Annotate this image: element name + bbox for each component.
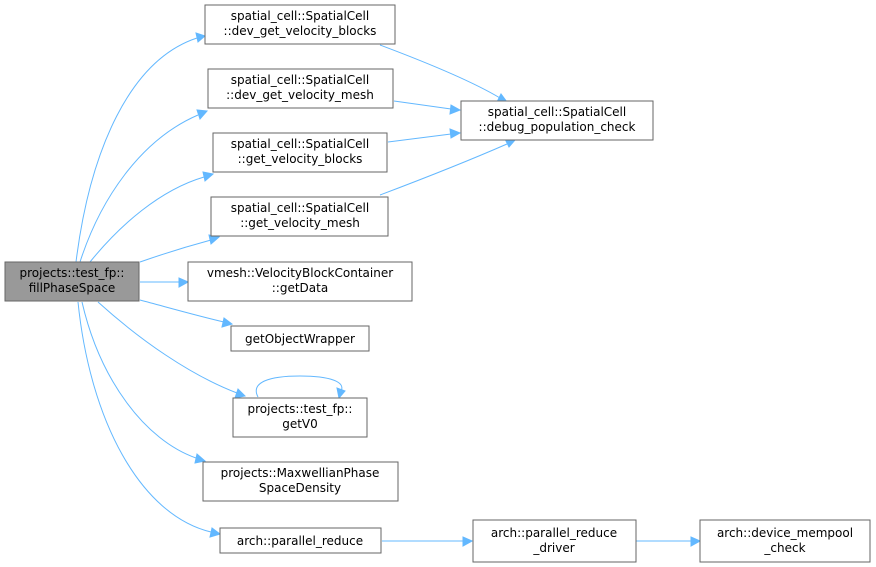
node-label-line: projects::MaxwellianPhase	[221, 466, 380, 480]
node-debug-population-check[interactable]: spatial_cell::SpatialCell ::debug_popula…	[460, 100, 654, 141]
edge-root-to-parallel-reduce	[77, 301, 212, 533]
edge-getv0-self-loop	[255, 375, 343, 398]
node-device-mempool-check[interactable]: arch::device_mempool _check	[699, 519, 871, 563]
node-label-line: getV0	[282, 417, 318, 431]
edge-dev-get-velocity-blocks-to-debug	[379, 44, 501, 99]
edge-root-to-dev-get-velocity-mesh	[79, 114, 199, 263]
node-label-line: ::dev_get_velocity_blocks	[224, 24, 377, 38]
edge-get-velocity-mesh-to-debug	[379, 143, 508, 196]
edge-root-to-getv0	[97, 301, 238, 394]
arrow-head	[209, 527, 222, 538]
arrow-head	[178, 277, 190, 288]
node-label-line: ::get_velocity_mesh	[240, 216, 360, 230]
node-label-line: vmesh::VelocityBlockContainer	[207, 266, 393, 280]
node-parallel-reduce[interactable]: arch::parallel_reduce	[219, 527, 382, 554]
node-dev-get-velocity-mesh[interactable]: spatial_cell::SpatialCell ::dev_get_velo…	[207, 68, 394, 109]
arrow-head	[690, 536, 702, 547]
arrow-head	[202, 171, 215, 182]
node-parallel-reduce-driver[interactable]: arch::parallel_reduce _driver	[472, 519, 637, 563]
arrow-head	[196, 109, 209, 120]
node-label-line: projects::test_fp::	[248, 402, 353, 416]
arrow-head	[234, 388, 247, 399]
arrow-head	[221, 317, 234, 328]
node-label-line: ::getData	[272, 281, 328, 295]
node-get-velocity-blocks[interactable]: spatial_cell::SpatialCell ::get_velocity…	[212, 132, 388, 173]
arrow-head	[194, 453, 207, 464]
node-label-line: SpaceDensity	[259, 481, 341, 495]
node-maxwellian-phase-space-density[interactable]: projects::MaxwellianPhase SpaceDensity	[202, 461, 399, 502]
node-getv0[interactable]: projects::test_fp:: getV0	[232, 397, 368, 438]
node-label-line: arch::parallel_reduce	[237, 534, 363, 548]
arrow-head	[449, 128, 462, 139]
node-label-line: _check	[763, 541, 805, 555]
node-label-line: spatial_cell::SpatialCell	[231, 73, 369, 87]
node-label-line: arch::device_mempool	[717, 526, 853, 540]
node-label-line: projects::test_fp::	[20, 266, 125, 280]
node-label-line: spatial_cell::SpatialCell	[488, 105, 626, 119]
arrow-head	[336, 387, 346, 400]
edge-root-to-getobjectwrapper	[139, 299, 225, 323]
node-getdata[interactable]: vmesh::VelocityBlockContainer ::getData	[187, 261, 413, 302]
edge-get-velocity-blocks-to-debug	[387, 133, 452, 143]
node-root-fillphasespace[interactable]: projects::test_fp:: fillPhaseSpace	[4, 261, 140, 302]
node-label-line: _driver	[532, 541, 574, 555]
node-label-line: ::debug_population_check	[479, 120, 636, 134]
node-get-velocity-mesh[interactable]: spatial_cell::SpatialCell ::get_velocity…	[210, 196, 389, 237]
edge-root-to-dev-get-velocity-blocks	[75, 37, 198, 263]
arrow-head	[462, 536, 474, 547]
arrow-head	[195, 32, 206, 43]
node-label-line: fillPhaseSpace	[29, 281, 116, 295]
node-label-line: spatial_cell::SpatialCell	[231, 201, 369, 215]
node-label-line: ::get_velocity_blocks	[238, 152, 363, 166]
node-label-line: spatial_cell::SpatialCell	[231, 137, 369, 151]
edge-root-to-maxwellian	[81, 301, 197, 459]
node-label-line: spatial_cell::SpatialCell	[231, 9, 369, 23]
node-label-line: getObjectWrapper	[245, 332, 355, 346]
edge-root-to-get-velocity-blocks	[89, 176, 205, 263]
arrow-head	[449, 104, 462, 115]
edge-dev-get-velocity-mesh-to-debug	[393, 100, 452, 110]
node-dev-get-velocity-blocks[interactable]: spatial_cell::SpatialCell ::dev_get_velo…	[204, 4, 396, 45]
node-getobjectwrapper[interactable]: getObjectWrapper	[230, 325, 370, 352]
edge-root-to-get-velocity-mesh	[139, 239, 212, 263]
node-label-line: arch::parallel_reduce	[491, 526, 617, 540]
node-label-line: ::dev_get_velocity_mesh	[226, 88, 374, 102]
